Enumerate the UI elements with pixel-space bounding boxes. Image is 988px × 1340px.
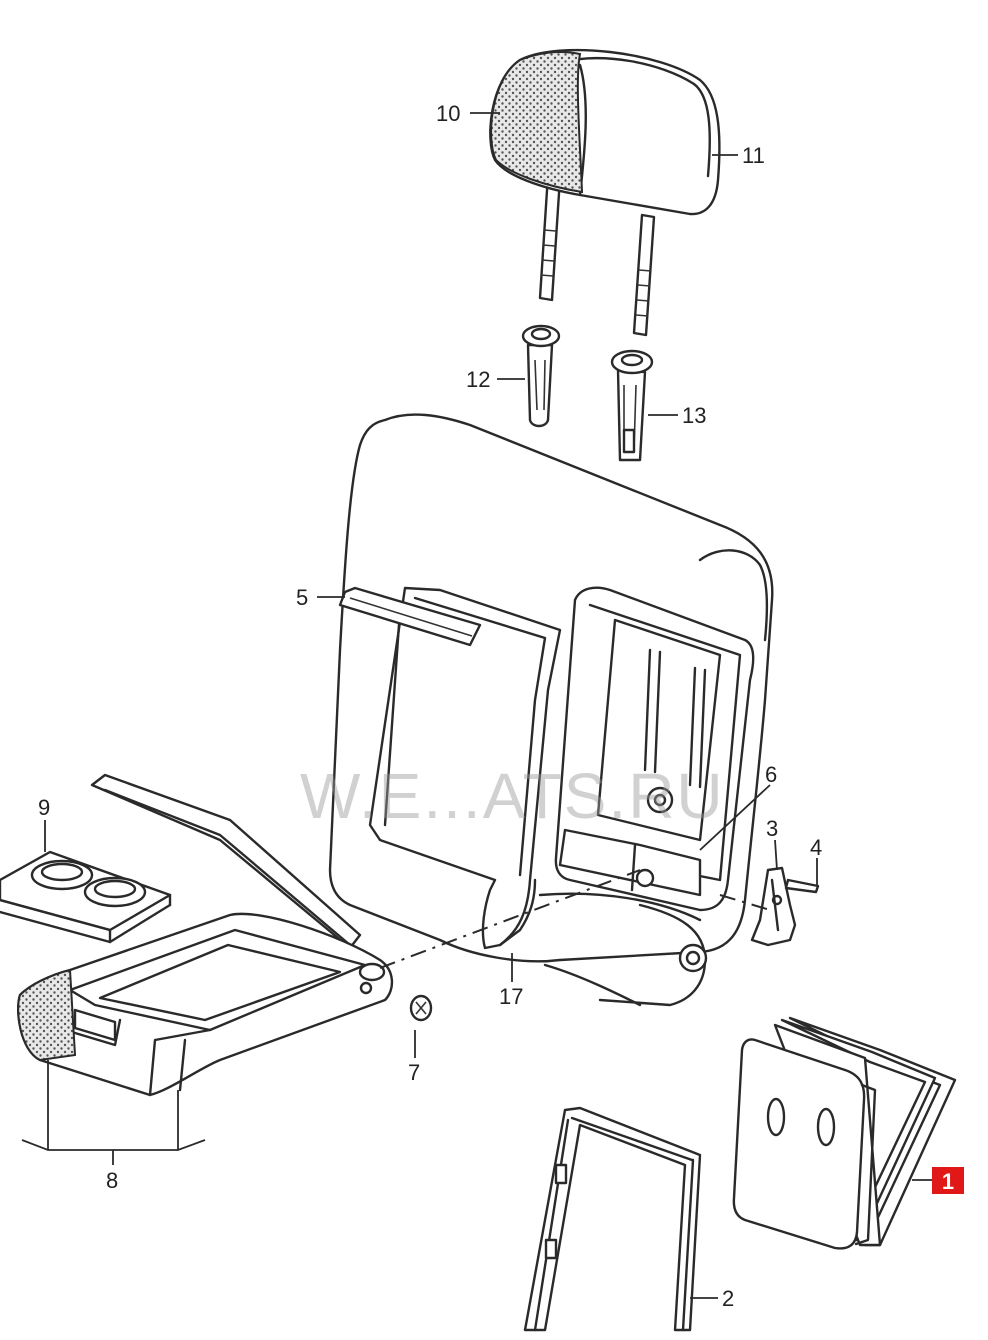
callout-12: 12	[466, 367, 490, 392]
strip-5	[338, 586, 482, 647]
cup-holder-9	[0, 850, 172, 944]
ski-bag-flap-1	[732, 1016, 957, 1250]
callout-2: 2	[722, 1286, 734, 1311]
watermark-text: W.E...ATS.RU	[300, 760, 725, 832]
callout-8: 8	[106, 1168, 118, 1193]
armrest-8	[17, 773, 394, 1097]
callout-10: 10	[436, 101, 460, 126]
armrest-opening-frame	[554, 586, 755, 912]
trim-panel-17	[368, 586, 562, 950]
callout-5: 5	[296, 585, 308, 610]
headrest-rod-left	[538, 173, 562, 302]
callout-3: 3	[766, 816, 778, 841]
bolt-7	[409, 994, 433, 1022]
callout-11: 11	[742, 143, 765, 168]
headrest-rod-right	[632, 213, 656, 337]
headrest-fabric-insert	[490, 51, 584, 194]
frame-2	[523, 1106, 702, 1332]
callout-6: 6	[765, 762, 777, 787]
callout-1-highlight	[932, 1167, 964, 1194]
callout-17: 17	[499, 984, 523, 1009]
callout-9: 9	[38, 795, 50, 820]
callout-4: 4	[810, 835, 822, 860]
leader-lines	[21, 112, 932, 1299]
assembly-lines	[379, 869, 771, 969]
screw-4	[784, 878, 820, 894]
callout-7: 7	[408, 1060, 420, 1085]
bracket-3	[750, 866, 797, 947]
headrest	[489, 48, 721, 337]
callout-1: 1	[942, 1169, 954, 1194]
guide-sleeve-13	[610, 349, 654, 462]
guide-sleeve-12	[521, 324, 561, 428]
callouts: 10 11 12 13 5 6 3 4 9 7 17 8 2 1	[38, 101, 964, 1311]
callout-13: 13	[682, 403, 706, 428]
armrest-fabric-end	[17, 968, 77, 1062]
backrest-release-knob	[678, 943, 708, 973]
